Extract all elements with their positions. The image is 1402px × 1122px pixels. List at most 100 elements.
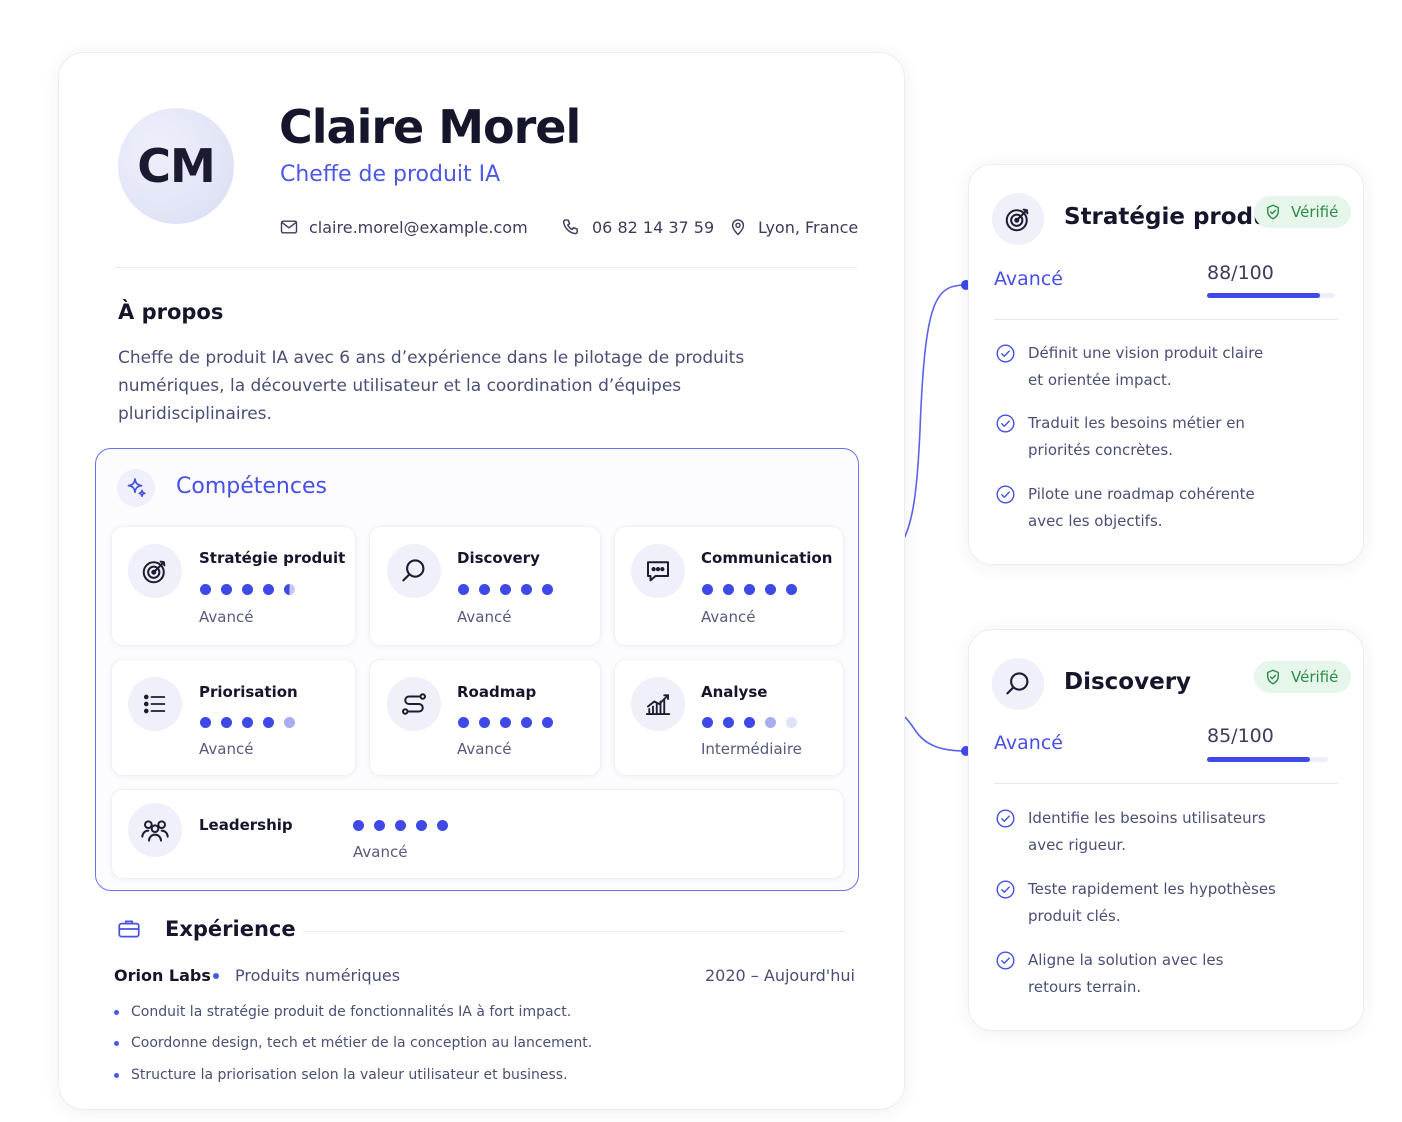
target-icon (992, 193, 1044, 245)
skill-rating (458, 583, 553, 595)
detail-point: Teste rapidement les hypothèses produit … (995, 876, 1278, 930)
verified-badge-label: Vérifié (1291, 668, 1339, 686)
check-circle-icon (996, 344, 1015, 363)
rating-dot (479, 716, 490, 728)
bar-chart-icon (631, 677, 685, 731)
shield-check-icon (1267, 669, 1279, 685)
experience-bullet-text: Structure la priorisation selon la valeu… (131, 1067, 568, 1083)
rating-dot (221, 716, 232, 728)
shield-check-icon (1267, 204, 1279, 220)
skill-card-leadership[interactable] (111, 789, 844, 879)
contact-location-text: Lyon, France (758, 217, 859, 237)
separator-dot (213, 973, 219, 979)
verified-badge: Vérifié (1254, 661, 1352, 693)
rating-dot (200, 716, 211, 728)
experience-divider (303, 931, 845, 932)
rating-dot (786, 716, 797, 728)
rating-dot (786, 583, 797, 595)
rating-dot (765, 583, 776, 595)
detail-level: Avancé (994, 268, 1063, 290)
avatar: CM (118, 108, 234, 224)
about-text: Cheffe de produit IA avec 6 ans d’expéri… (118, 348, 745, 424)
detail-score: 88/100 (1207, 262, 1274, 284)
route-icon (387, 677, 441, 731)
team-icon (128, 803, 182, 857)
mail-icon (280, 220, 298, 234)
skill-rating (200, 583, 295, 595)
skill-rating (702, 716, 797, 728)
detail-point-text: Identifie les besoins utilisateurs avec … (1028, 809, 1266, 854)
rating-dot (542, 583, 553, 595)
skill-rating (200, 716, 295, 728)
detail-score: 85/100 (1207, 725, 1274, 747)
list-icon (128, 677, 182, 731)
contact-phone[interactable]: 06 82 14 37 59 (561, 214, 714, 240)
rating-dot (702, 583, 713, 595)
rating-dot (765, 716, 776, 728)
skill-rating (353, 819, 448, 831)
verified-badge-label: Vérifié (1291, 203, 1339, 221)
skills-title: Compétences (176, 474, 327, 499)
briefcase-icon (116, 916, 142, 946)
rating-dot (744, 583, 755, 595)
rating-dot (542, 716, 553, 728)
company-name: Orion Labs (114, 966, 211, 985)
experience-bullet-text: Coordonne design, tech et métier de la c… (131, 1035, 593, 1051)
company-sector: Produits numériques (235, 966, 401, 985)
check-circle-icon (996, 485, 1015, 504)
rating-dot (353, 819, 364, 831)
rating-dot (284, 716, 295, 728)
skill-name: Stratégie produit (199, 549, 346, 567)
experience-bullet: Structure la priorisation selon la valeu… (114, 1067, 568, 1083)
rating-dot (521, 716, 532, 728)
score-track (1207, 757, 1328, 762)
rating-dot (200, 583, 211, 595)
detail-point-text: Traduit les besoins métier en priorités … (1028, 414, 1245, 459)
rating-dot (723, 583, 734, 595)
rating-dot (437, 819, 448, 831)
detail-point: Pilote une roadmap cohérente avec les ob… (995, 481, 1278, 535)
rating-dot (221, 583, 232, 595)
rating-dot (521, 583, 532, 595)
experience-period: 2020 – Aujourd'hui (705, 966, 855, 985)
verified-badge: Vérifié (1254, 196, 1352, 228)
rating-dot (242, 716, 253, 728)
experience-bullet-text: Conduit la stratégie produit de fonction… (131, 1004, 572, 1020)
rating-dot (263, 716, 274, 728)
detail-title: Stratégie produit (1064, 204, 1289, 230)
experience-title: Expérience (165, 917, 296, 941)
search-icon (992, 658, 1044, 710)
check-circle-icon (996, 414, 1015, 433)
rating-dot (416, 819, 427, 831)
skill-level: Avancé (353, 843, 408, 861)
rating-dot (395, 819, 406, 831)
detail-title: Discovery (1064, 669, 1192, 695)
skill-name: Priorisation (199, 683, 298, 701)
skill-name: Leadership (199, 816, 293, 834)
check-circle-icon (996, 809, 1015, 828)
detail-point: Identifie les besoins utilisateurs avec … (995, 805, 1278, 859)
skill-name: Communication (701, 549, 833, 567)
rating-dot (374, 819, 385, 831)
detail-point-text: Pilote une roadmap cohérente avec les ob… (1028, 485, 1255, 530)
check-circle-icon (996, 951, 1015, 970)
search-icon (387, 544, 441, 598)
skill-level: Intermédiaire (701, 740, 802, 758)
profile-role: Cheffe de produit IA (280, 162, 501, 187)
detail-point-text: Définit une vision produit claire et ori… (1028, 344, 1264, 389)
skill-level: Avancé (199, 608, 254, 626)
chat-icon (631, 544, 685, 598)
check-circle-icon (996, 880, 1015, 899)
rating-dot (458, 716, 469, 728)
rating-dot (284, 583, 295, 595)
skill-name: Discovery (457, 549, 540, 567)
detail-point-text: Teste rapidement les hypothèses produit … (1028, 880, 1276, 925)
header-divider (115, 267, 857, 268)
rating-dot (242, 583, 253, 595)
score-track (1207, 293, 1335, 298)
skill-rating (702, 583, 797, 595)
skill-level: Avancé (701, 608, 756, 626)
experience-bullet: Conduit la stratégie produit de fonction… (114, 1004, 571, 1020)
score-fill (1207, 757, 1310, 762)
contact-email[interactable]: claire.morel@example.com (279, 214, 528, 240)
